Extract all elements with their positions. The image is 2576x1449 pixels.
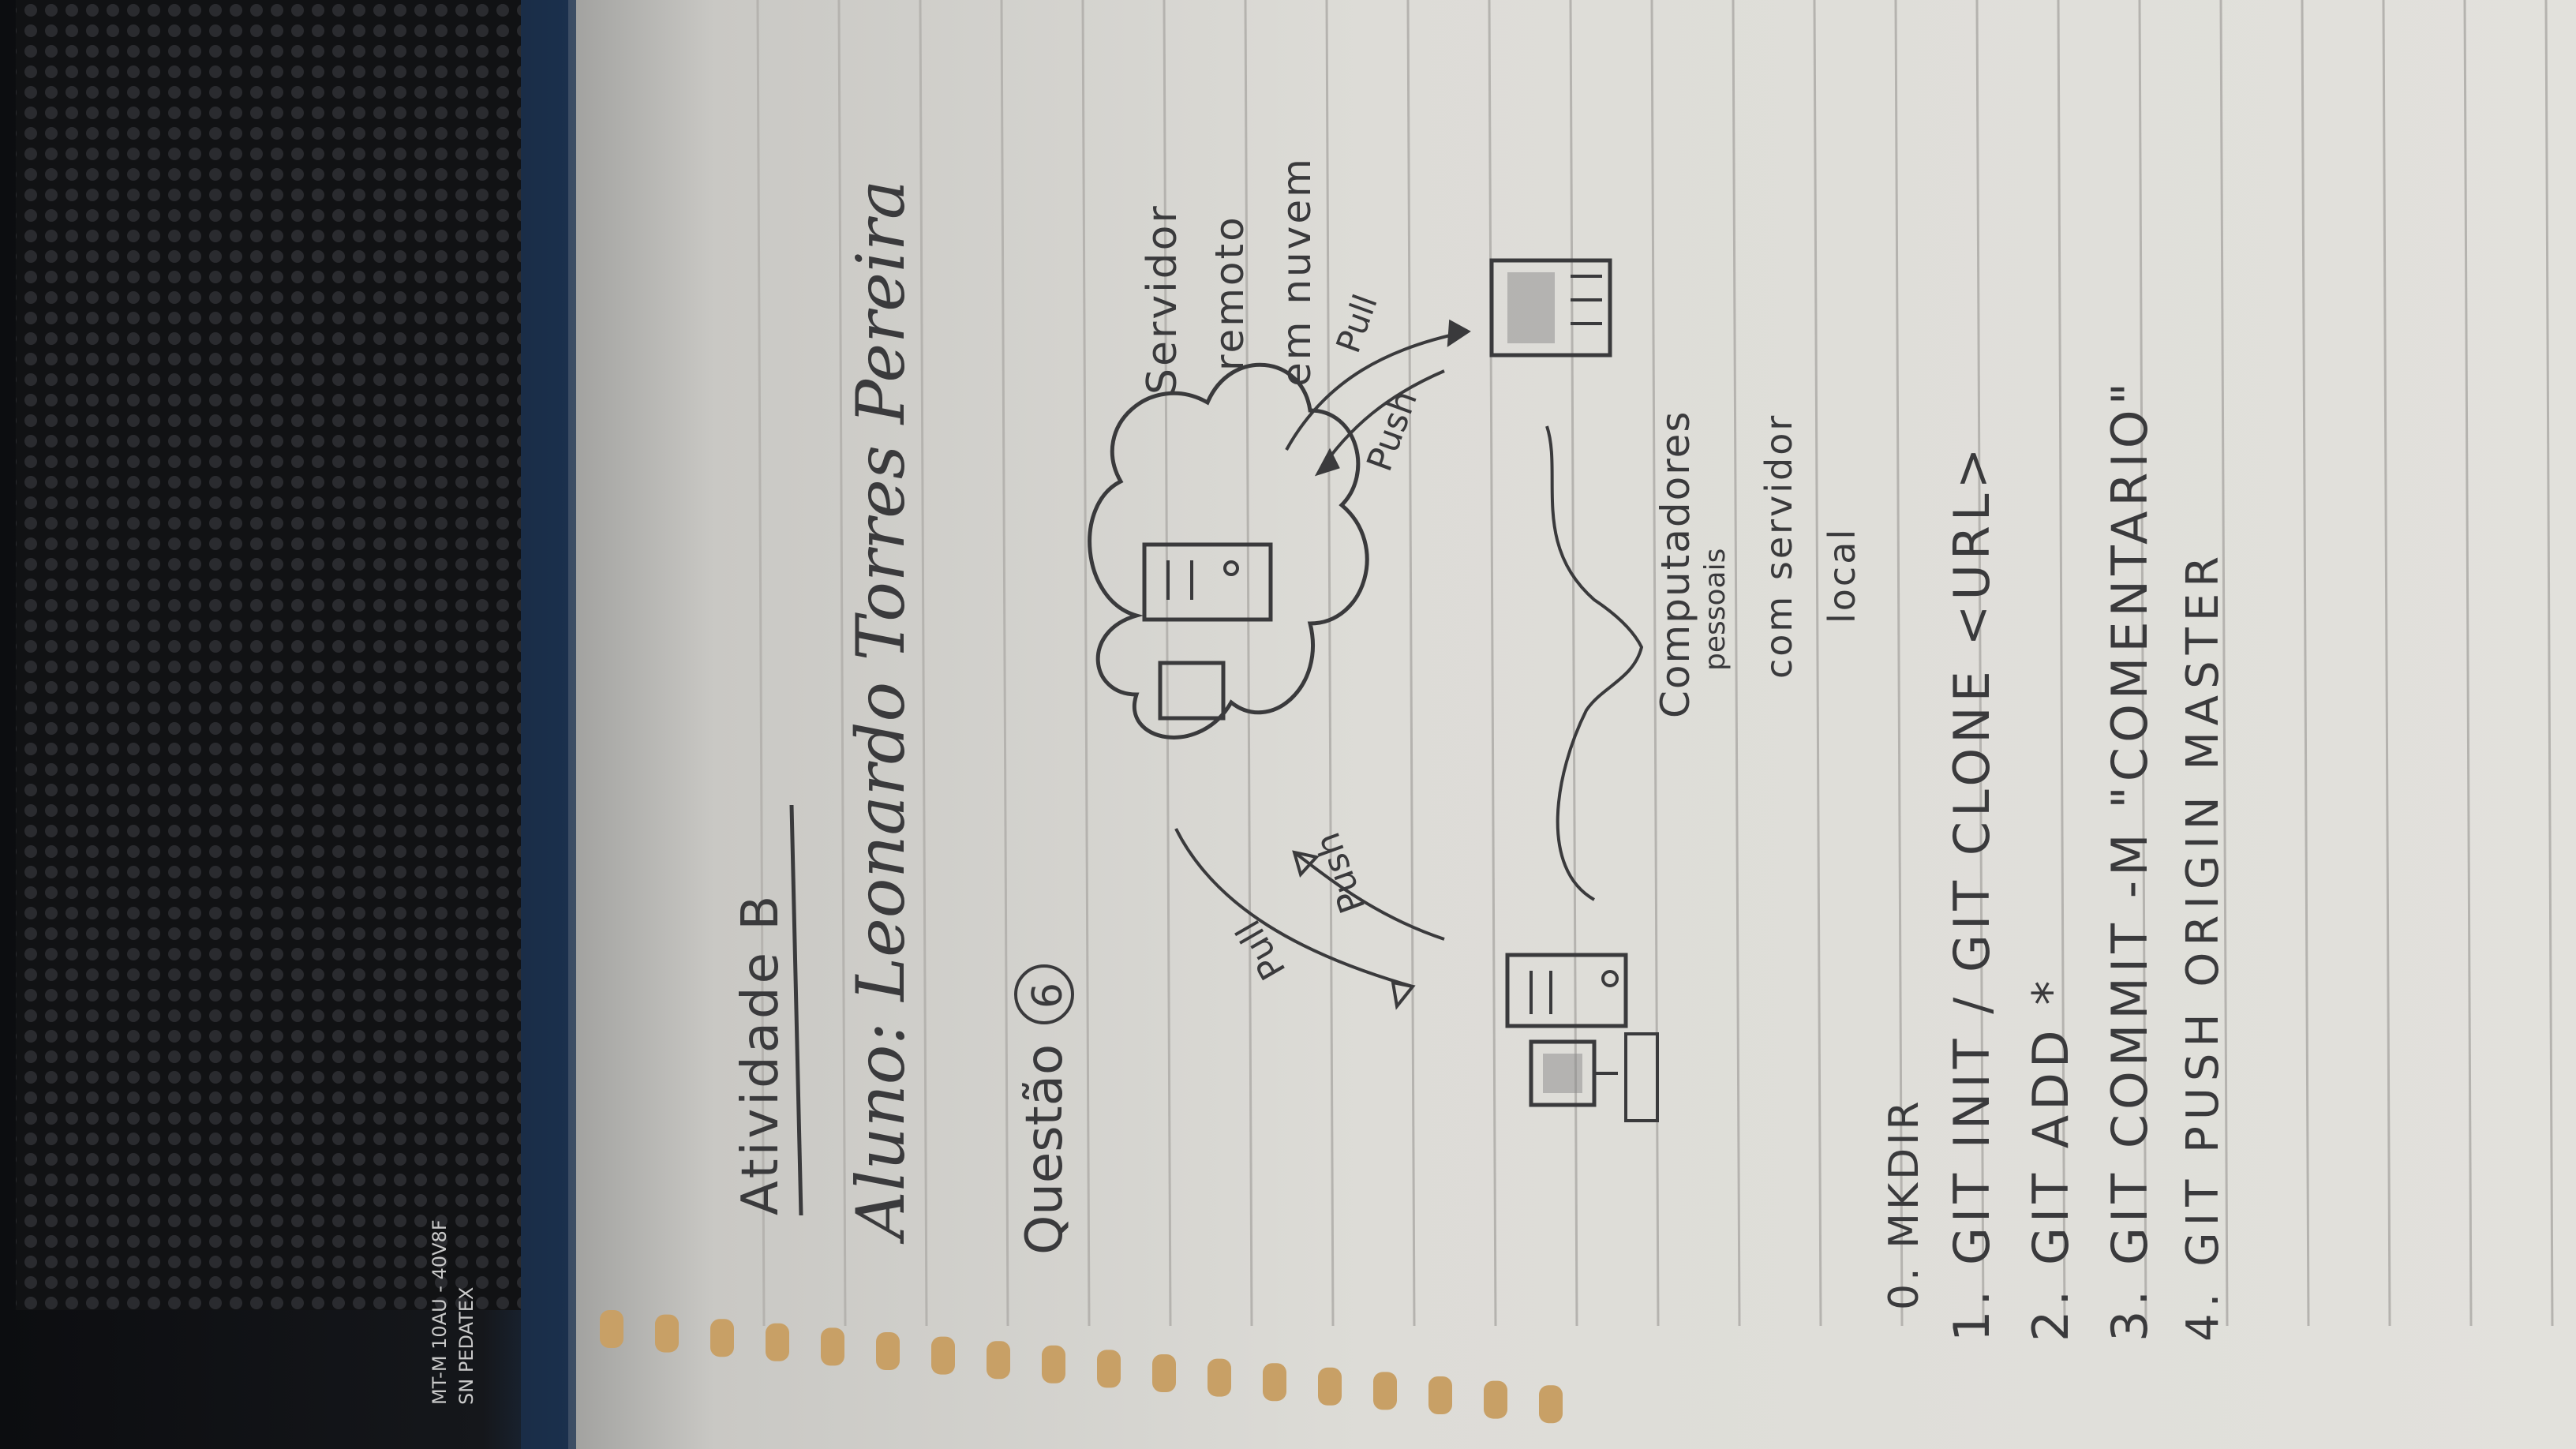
ruled-line [2544,0,2554,1327]
title-underline [789,804,803,1216]
spiral-hole [1208,1358,1231,1397]
spiral-hole [1263,1363,1286,1402]
cloud-device-icon [1158,661,1226,721]
command-1: 1. GIT INIT / GIT CLONE <URL> [1943,444,2001,1342]
ruled-line [837,0,847,1327]
spiral-hole [766,1323,789,1361]
router-vent-grid [16,0,521,1310]
spiral-hole [1097,1350,1121,1388]
brace-icon [1545,425,1644,901]
spiral-hole [1042,1345,1065,1383]
command-0: 0. MKDIR [1881,1098,1928,1310]
ruled-line [756,0,766,1327]
computers-label-line1: Computadores [1653,410,1698,718]
cloud-icon [1088,362,1369,739]
ruled-line [1732,0,1741,1327]
right-computer-icon [1489,258,1612,358]
server-label-line1: Servidor [1139,204,1186,395]
spiral-hole [1318,1367,1342,1406]
spiral-hole [710,1319,734,1357]
ruled-line [1813,0,1822,1327]
notebook-page [552,0,2576,1449]
ruled-line [1488,0,1497,1327]
spiral-hole [600,1310,623,1348]
ruled-line [2463,0,2473,1327]
computers-label-line2: pessoais [1699,549,1732,671]
ruled-line [1406,0,1416,1327]
ruled-line [1894,0,1904,1327]
question-number: 6 [1024,983,1072,1009]
question-label: Questão [1016,1044,1074,1255]
router-label: MT-M 10AU - 40V8F SN PEDATEX [429,1219,477,1405]
pull-arrow-right [1285,330,1469,451]
ruled-line [1081,0,1091,1327]
command-2: 2. GIT ADD * [2022,976,2080,1342]
title: Atividade B [732,893,790,1215]
spiral-hole [655,1314,679,1353]
spiral-hole [1539,1385,1563,1424]
ruled-lines [756,0,2554,1327]
ruled-line [919,0,928,1327]
ruled-line [2138,0,2147,1327]
server-label-line2: remoto [1207,215,1252,371]
ruled-line [1244,0,1253,1327]
question-number-circle [1014,964,1074,1024]
spiral-hole [1428,1376,1452,1414]
pull-arrow-left [1174,828,1413,988]
spiral-hole [987,1341,1010,1380]
computers-sublabel-line2: local [1821,527,1863,623]
ruled-line [2219,0,2229,1327]
command-3: 3. GIT COMMIT -M "COMENTARIO" [2101,378,2159,1342]
spiral-hole [876,1332,900,1370]
ruled-line [1325,0,1335,1327]
spiral-hole [1373,1372,1397,1410]
server-label-line3: em nuvem [1274,156,1320,387]
spiral-hole [1484,1380,1507,1419]
router-label-line2: SN PEDATEX [455,1287,477,1405]
spiral-hole [1152,1354,1176,1392]
left-computer-icon [1505,953,1659,1122]
command-4: 4. GIT PUSH ORIGIN MASTER [2177,550,2229,1342]
student-name: Aluno: Leonardo Torres Pereira [842,180,919,1245]
ruled-line [2301,0,2310,1327]
router-label-line1: MT-M 10AU - 40V8F [429,1219,451,1405]
ruled-line [1975,0,1985,1327]
ruled-line [1000,0,1009,1327]
spiral-binding [600,1310,1563,1424]
cloud-server-icon [1142,542,1273,622]
push-arrow-left [1293,851,1445,941]
router-edge-light [521,0,576,1449]
spiral-hole [821,1327,844,1366]
computers-sublabel-line1: com servidor [1758,414,1800,679]
spiral-hole [931,1336,955,1375]
ruled-line [2057,0,2066,1327]
ruled-line [2382,0,2391,1327]
